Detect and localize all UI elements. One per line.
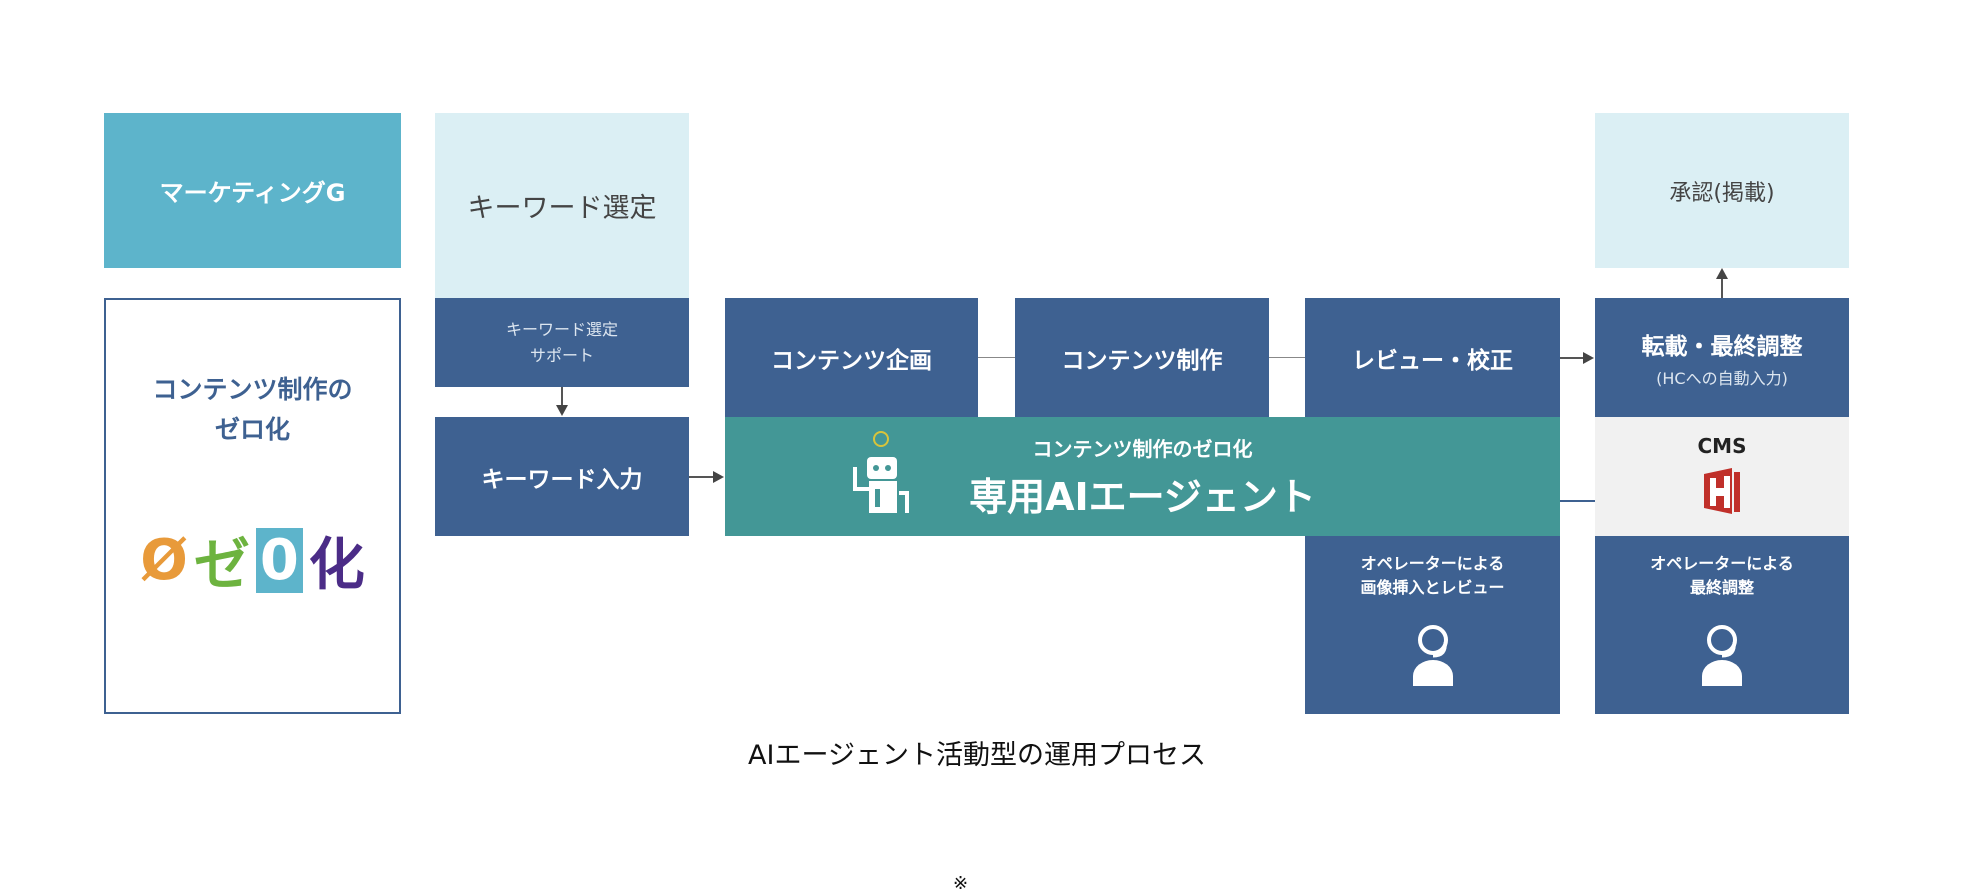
- cms-box: CMS: [1595, 417, 1849, 536]
- keyword-select-box: キーワード選定: [435, 113, 689, 298]
- cms-logo-icon: [1702, 466, 1742, 520]
- robot-icon: [845, 427, 915, 527]
- transfer-box: 転載・最終調整 (HCへの自動入力): [1595, 298, 1849, 417]
- operator-icon: [1692, 618, 1752, 695]
- marketing-group-label: マーケティングG: [159, 179, 346, 207]
- zero-logo-icon: Ø: [140, 528, 188, 593]
- arrow-down-icon: [556, 405, 568, 416]
- footnote-mark: ※: [953, 873, 969, 894]
- arrow-right-icon: [713, 471, 724, 483]
- operator-icon: [1403, 618, 1463, 695]
- ai-agent-bar: コンテンツ制作のゼロ化 専用AIエージェント: [725, 417, 1560, 536]
- diagram-caption: AIエージェント活動型の運用プロセス: [748, 740, 1206, 771]
- arrow-up-icon: [1716, 268, 1728, 279]
- approval-box: 承認(掲載): [1595, 113, 1849, 268]
- zero-title: コンテンツ制作の ゼロ化: [152, 375, 353, 444]
- review-box: レビュー・校正: [1305, 298, 1560, 417]
- content-production-box: コンテンツ制作: [1015, 298, 1269, 417]
- marketing-group-box: マーケティングG: [104, 113, 401, 268]
- arrow-right-icon: [1583, 352, 1594, 364]
- operator-final-box: オペレーターによる 最終調整: [1595, 536, 1849, 714]
- content-planning-box: コンテンツ企画: [725, 298, 978, 417]
- keyword-support-box: キーワード選定 サポート: [435, 298, 689, 387]
- operator-review-box: オペレーターによる 画像挿入とレビュー: [1305, 536, 1560, 714]
- keyword-input-box: キーワード入力: [435, 417, 689, 536]
